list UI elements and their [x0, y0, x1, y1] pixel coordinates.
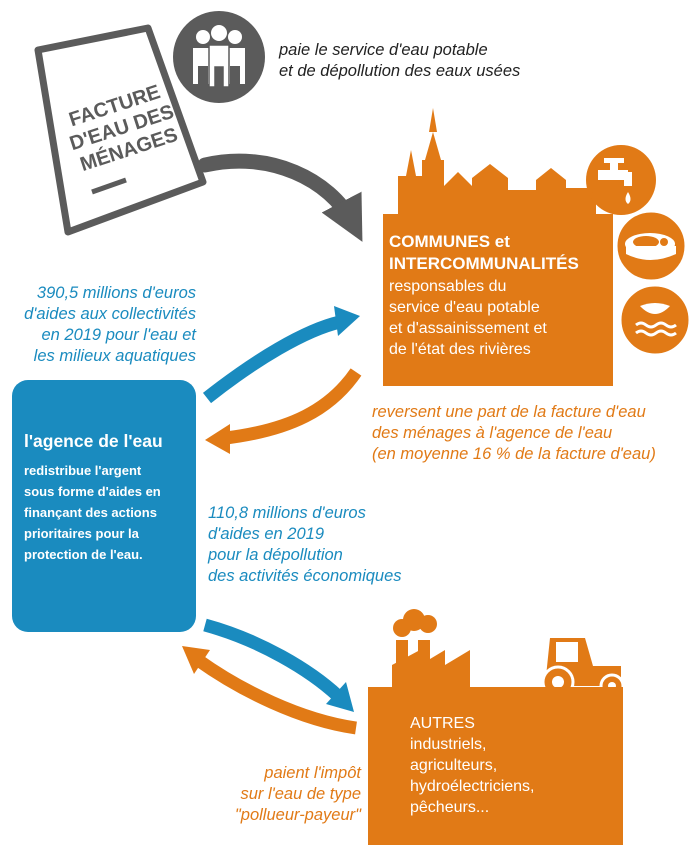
- communes-desc-line: de l'état des rivières: [389, 341, 531, 358]
- aid-collectivities-line: 390,5 millions d'euros: [36, 284, 196, 302]
- communes-title-line: INTERCOMMUNALITÉS: [389, 254, 579, 273]
- autres-line: AUTRES: [410, 715, 475, 732]
- agence-desc-line: finançant des actions: [24, 505, 157, 520]
- polluter-tax-line: "pollueur-payeur": [234, 806, 361, 824]
- communes-title: COMMUNES et INTERCOMMUNALITÉS: [389, 231, 579, 275]
- agence-text: l'agence de l'eau redistribue l'argent s…: [24, 430, 192, 565]
- aid-collectivities-line: en 2019 pour l'eau et: [41, 326, 196, 344]
- reversal-caption: reversent une part de la facture d'eau d…: [372, 402, 656, 465]
- aid-economic-line: pour la dépollution: [208, 546, 343, 564]
- aid-economic-line: des activités économiques: [208, 567, 402, 585]
- reversal-line: des ménages à l'agence de l'eau: [372, 424, 613, 442]
- aid-economic-caption: 110,8 millions d'euros d'aides en 2019 p…: [208, 503, 402, 587]
- autres-line: agriculteurs,: [410, 757, 498, 774]
- invoice-document: [34, 24, 207, 236]
- agence-desc-line: sous forme d'aides en: [24, 484, 161, 499]
- autres-to-agence-arrow: [194, 654, 357, 735]
- reversal-line: reversent une part de la facture d'eau: [372, 403, 646, 421]
- agence-to-autres-arrow: [203, 618, 343, 701]
- communes-desc-line: service d'eau potable: [389, 299, 540, 316]
- agence-desc-line: prioritaires pour la: [24, 526, 139, 541]
- agence-description: redistribue l'argent sous forme d'aides …: [24, 460, 192, 565]
- invoice-to-communes-arrow: [197, 153, 363, 242]
- village-skyline-icon: [398, 108, 596, 216]
- polluter-tax-caption: paient l'impôt sur l'eau de type "pollue…: [235, 763, 361, 826]
- fish-steak-icon: [614, 209, 688, 283]
- agence-desc-line: protection de l'eau.: [24, 547, 143, 562]
- communes-description: responsables du service d'eau potable et…: [389, 276, 579, 360]
- factory-icon: [392, 609, 470, 695]
- agence-title: l'agence de l'eau: [24, 431, 163, 451]
- polluter-tax-line: paient l'impôt: [264, 764, 361, 782]
- aid-economic-line: d'aides en 2019: [208, 525, 324, 543]
- autres-block: [368, 687, 623, 845]
- communes-desc-line: et d'assainissement et: [389, 320, 547, 337]
- agence-block: [12, 380, 196, 632]
- invoice-caption-line: et de dépollution des eaux usées: [279, 62, 521, 80]
- communes-desc-line: responsables du: [389, 278, 507, 295]
- communes-block: [383, 214, 613, 386]
- agence-desc-line: redistribue l'argent: [24, 463, 142, 478]
- aid-economic-line: 110,8 millions d'euros: [208, 504, 366, 522]
- autres-line: pêcheurs...: [410, 799, 490, 816]
- communes-title-line: COMMUNES et: [389, 232, 510, 251]
- invoice-signature-line: [91, 177, 127, 195]
- aid-collectivities-line: les milieux aquatiques: [33, 347, 196, 365]
- autres-text: AUTRES industriels, agriculteurs, hydroé…: [410, 713, 535, 818]
- communes-to-agence-arrow: [225, 368, 362, 445]
- invoice-caption: paie le service d'eau potable et de dépo…: [279, 40, 520, 82]
- autres-line: hydroélectriciens,: [410, 778, 535, 795]
- autres-line: industriels,: [410, 736, 487, 753]
- aid-collectivities-line: d'aides aux collectivités: [24, 305, 196, 323]
- people-group-icon: [173, 11, 265, 103]
- reversal-line: (en moyenne 16 % de la facture d'eau): [372, 445, 656, 463]
- invoice-caption-line: paie le service d'eau potable: [279, 41, 488, 59]
- polluter-tax-line: sur l'eau de type: [240, 785, 361, 803]
- communes-text: COMMUNES et INTERCOMMUNALITÉS responsabl…: [389, 231, 579, 360]
- aid-collectivities-caption: 390,5 millions d'euros d'aides aux colle…: [24, 283, 196, 367]
- water-tap-icon: [586, 145, 656, 215]
- agence-to-communes-arrow: [202, 315, 342, 404]
- river-leaf-icon: [618, 283, 691, 357]
